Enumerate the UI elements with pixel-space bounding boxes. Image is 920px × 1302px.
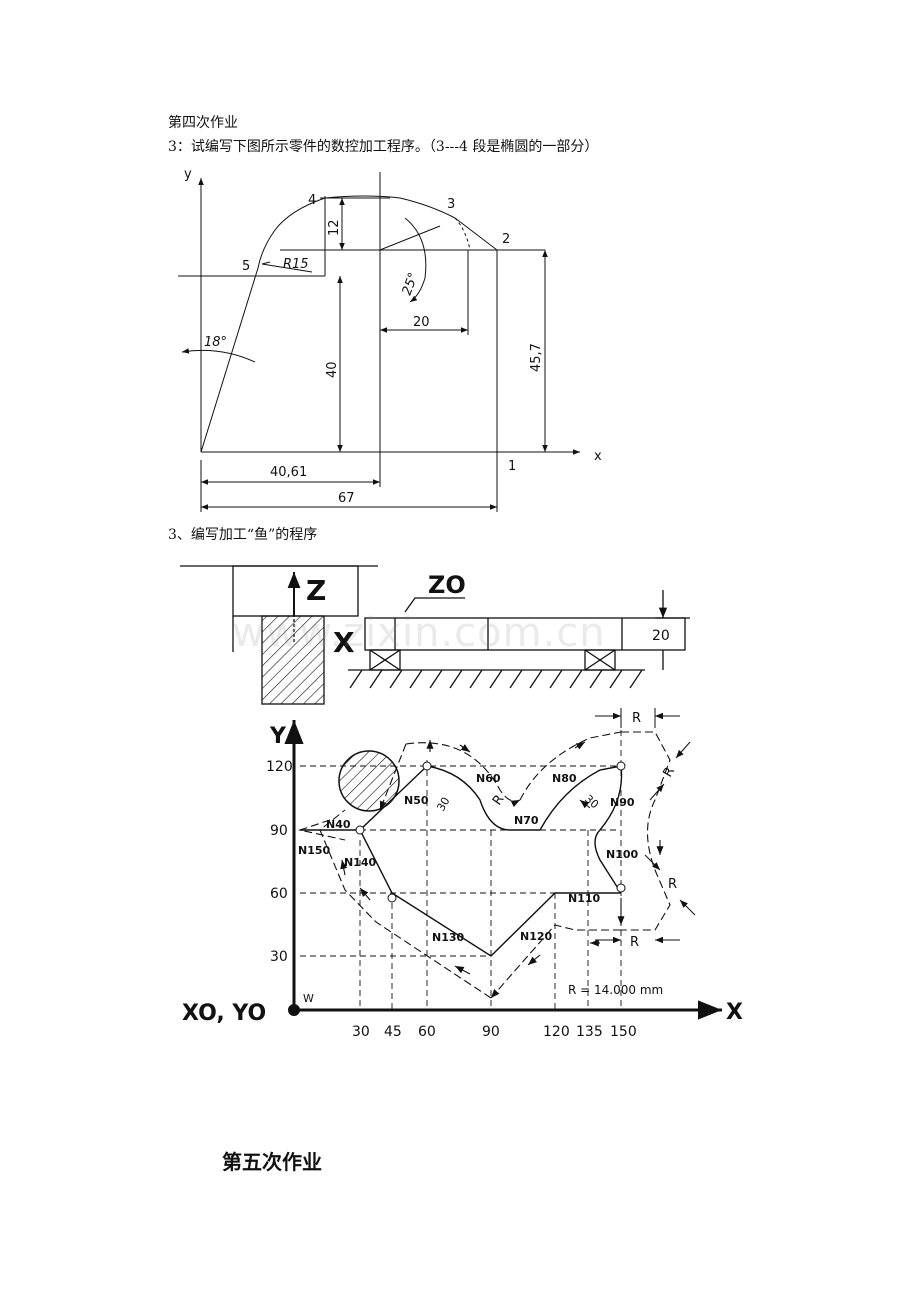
fig2-n60: N60 bbox=[476, 772, 501, 785]
fig1-dim-45-7: 45,7 bbox=[529, 343, 544, 372]
fig2-angle-30-left: 30 bbox=[434, 795, 452, 814]
fig1-y-axis-label: y bbox=[184, 167, 192, 182]
x-tick-45: 45 bbox=[384, 1024, 402, 1040]
section-heading-5: 第五次作业 bbox=[222, 1150, 322, 1174]
fig1-point-1: 1 bbox=[508, 459, 516, 474]
x-tick-30: 30 bbox=[352, 1024, 370, 1040]
fig2-thickness-label: 20 bbox=[652, 628, 670, 644]
fig2-radius-note: R = 14.000 mm bbox=[568, 983, 663, 997]
fig1-dim-12: 12 bbox=[327, 219, 342, 236]
fig1-point-5: 5 bbox=[242, 259, 250, 274]
fig1-dim-67: 67 bbox=[338, 491, 355, 506]
fig2-r-bottom: R bbox=[630, 935, 639, 950]
fig2-r-right-lower: R bbox=[668, 877, 677, 892]
y-tick-120: 120 bbox=[266, 759, 293, 775]
y-tick-90: 90 bbox=[270, 823, 288, 839]
fig2-n40: N40 bbox=[326, 818, 351, 831]
fig2-n120: N120 bbox=[520, 930, 553, 943]
fig1-point-2: 2 bbox=[502, 232, 510, 247]
fig2-n80: N80 bbox=[552, 772, 577, 785]
fig2-n100: N100 bbox=[606, 848, 639, 861]
section-heading-4: 第四次作业 bbox=[168, 115, 238, 131]
fig2-x-side-label: X bbox=[333, 626, 355, 659]
fig2-z-axis-label: Z bbox=[306, 574, 326, 607]
fig2-n150: N150 bbox=[298, 844, 331, 857]
task-1-description: 3：试编写下图所示零件的数控加工程序。（3---4 段是椭圆的一部分） bbox=[168, 139, 599, 155]
y-tick-60: 60 bbox=[270, 886, 288, 902]
fig2-n130: N130 bbox=[432, 931, 465, 944]
fig2-z0-label: ZO bbox=[428, 571, 466, 599]
fig1-angle-18: 18° bbox=[204, 335, 227, 350]
fig1-angle-25: 25° bbox=[400, 271, 422, 298]
fig1-x-axis-label: x bbox=[594, 449, 602, 464]
x-tick-135: 135 bbox=[576, 1024, 603, 1040]
cutter-tool-circle bbox=[338, 750, 400, 812]
fig2-n50: N50 bbox=[404, 794, 429, 807]
fig1-radius-label: R15 bbox=[283, 257, 309, 272]
fig2-origin-label: XO, YO bbox=[182, 1001, 266, 1026]
x-tick-60: 60 bbox=[418, 1024, 436, 1040]
fig2-n140: N140 bbox=[344, 856, 377, 869]
fig1-dim-20: 20 bbox=[413, 315, 430, 330]
fig2-r-top: R bbox=[632, 711, 641, 726]
fig2-n110: N110 bbox=[568, 892, 601, 905]
x-tick-120: 120 bbox=[543, 1024, 570, 1040]
y-tick-30: 30 bbox=[270, 949, 288, 965]
fig2-angle-30-right: 30 bbox=[582, 792, 601, 811]
fig2-n90: N90 bbox=[610, 796, 635, 809]
fig1-point-3: 3 bbox=[447, 197, 455, 212]
watermark: www.zixin.com.cn bbox=[232, 610, 606, 656]
x-tick-150: 150 bbox=[610, 1024, 637, 1040]
fig2-w-label: W bbox=[303, 992, 314, 1005]
fig2-y-axis-label: Y bbox=[269, 724, 287, 749]
fig2-n70: N70 bbox=[514, 814, 539, 827]
fig2-r-mid: R bbox=[490, 792, 507, 808]
fig2-x-axis-label: X bbox=[726, 1000, 743, 1025]
fig1-dim-40: 40 bbox=[325, 361, 340, 378]
task-2-description: 3、编写加工“鱼”的程序 bbox=[168, 527, 318, 543]
x-tick-90: 90 bbox=[482, 1024, 500, 1040]
fig1-point-4: 4 bbox=[308, 193, 316, 208]
origin-point bbox=[288, 1004, 300, 1016]
fig1-dim-40-61: 40,61 bbox=[270, 465, 307, 480]
